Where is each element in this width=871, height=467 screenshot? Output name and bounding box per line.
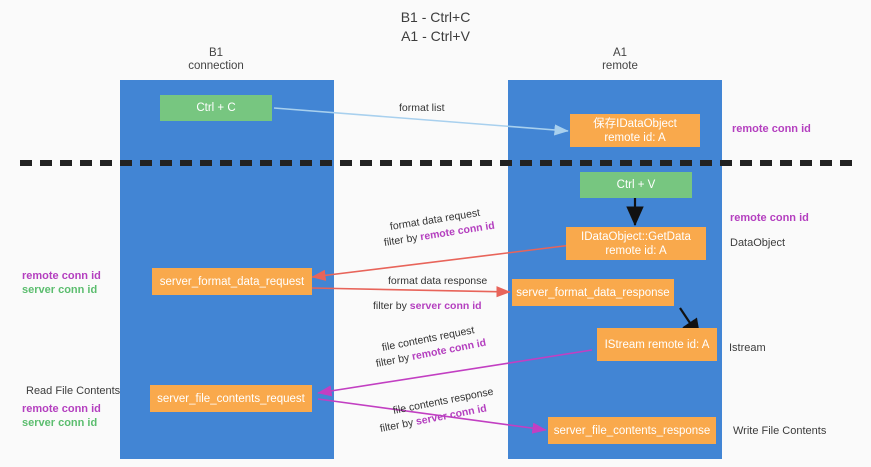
lane-title-b1: B1 connection — [188, 47, 244, 72]
node-server-format-data-request[interactable]: server_format_data_request — [152, 268, 312, 295]
node-server-format-data-response[interactable]: server_format_data_response — [512, 279, 674, 306]
annotation-left-remote-conn-id: remote conn id — [22, 270, 101, 282]
node-ctrl-v[interactable]: Ctrl + V — [580, 172, 692, 198]
annotation-left-bottom-server-conn-id: server conn id — [22, 417, 98, 429]
annotation-istream: Istream — [729, 342, 766, 354]
arrow-format-data-response — [311, 286, 511, 298]
filter-key-server-conn-id: server conn id — [409, 300, 482, 312]
edge-label-format-data-response: format data response — [388, 275, 488, 287]
annotation-write-file-contents: Write File Contents — [733, 425, 827, 437]
annotation-left-server-conn-id: server conn id — [22, 284, 98, 296]
filter-prefix: filter by — [374, 351, 414, 370]
node-server-file-contents-response[interactable]: server_file_contents_response — [548, 417, 716, 444]
page-title: B1 - Ctrl+C A1 - Ctrl+V — [400, 9, 471, 44]
node-ctrl-c[interactable]: Ctrl + C — [160, 95, 272, 121]
annotation-dataobject: DataObject — [730, 237, 786, 249]
node-server-file-contents-request[interactable]: server_file_contents_request — [150, 385, 312, 412]
node-istream[interactable]: IStream remote id: A — [597, 328, 717, 361]
filter-prefix: filter by — [373, 300, 410, 312]
annotation-left-bottom-remote-conn-id: remote conn id — [22, 403, 101, 415]
filter-prefix: filter by — [378, 416, 418, 435]
node-save-idataobject[interactable]: 保存IDataObject remote id: A — [570, 114, 700, 147]
filter-prefix: filter by — [383, 231, 422, 249]
annotation-read-file-contents: Read File Contents — [26, 385, 121, 397]
node-idataobject-getdata[interactable]: IDataObject::GetData remote id: A — [566, 227, 706, 260]
edge-label-format-list: format list — [399, 102, 445, 114]
annotation-remote-conn-id-mid: remote conn id — [730, 212, 809, 224]
annotation-remote-conn-id-top: remote conn id — [732, 123, 811, 135]
lane-title-a1: A1 remote — [602, 47, 638, 72]
edge-label-format-data-response-filter: filter by server conn id — [373, 299, 482, 313]
